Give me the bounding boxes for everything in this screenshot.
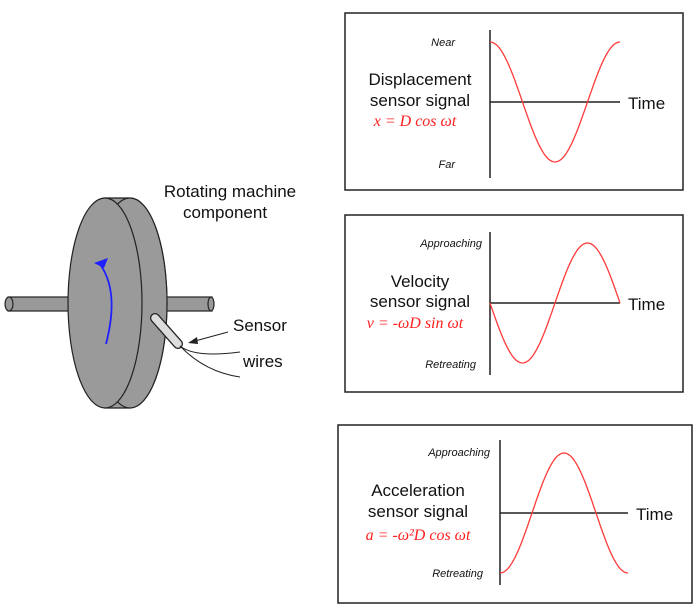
time-axis-label: Time xyxy=(628,295,665,314)
machine-title-line2: component xyxy=(183,203,267,222)
sensor-probe xyxy=(150,313,183,349)
signal-title: Velocity xyxy=(391,272,450,291)
time-axis-label: Time xyxy=(628,94,665,113)
signal-formula: v = -ωD sin ωt xyxy=(367,315,464,332)
bottom-label: Far xyxy=(439,159,457,171)
signal-subtitle: sensor signal xyxy=(368,502,468,521)
wires-label: wires xyxy=(242,352,283,371)
velocity-panel: Approaching Retreating Time Velocity sen… xyxy=(344,214,684,393)
signal-wave xyxy=(489,242,621,364)
signal-formula: a = -ω²D cos ωt xyxy=(366,527,471,544)
bottom-label: Retreating xyxy=(432,568,484,580)
time-axis-label: Time xyxy=(636,505,673,524)
signal-subtitle: sensor signal xyxy=(370,91,470,110)
signal-wave xyxy=(499,452,629,574)
machine-title-line1: Rotating machine xyxy=(164,182,296,201)
displacement-panel: Near Far Time Displacement sensor signal… xyxy=(344,12,684,191)
top-label: Approaching xyxy=(419,238,483,250)
rotation-arrow-icon xyxy=(98,262,113,345)
rotating-machine: Rotating machine component Sensor wires xyxy=(4,182,296,409)
signal-subtitle: sensor signal xyxy=(370,292,470,311)
sensor-label: Sensor xyxy=(233,316,287,335)
signal-title: Displacement xyxy=(369,70,472,89)
bottom-label: Retreating xyxy=(425,359,477,371)
signal-title: Acceleration xyxy=(371,481,465,500)
signal-wave xyxy=(489,41,621,163)
top-label: Near xyxy=(431,37,456,49)
signal-formula: x = D cos ωt xyxy=(373,113,457,130)
sensor-wire xyxy=(179,345,241,355)
sensor-wire xyxy=(179,345,241,378)
acceleration-panel: Approaching Retreating Time Acceleration… xyxy=(337,424,693,604)
top-label: Approaching xyxy=(427,447,491,459)
sensor-pointer-arrow xyxy=(194,331,229,342)
shaft-right xyxy=(159,296,213,312)
